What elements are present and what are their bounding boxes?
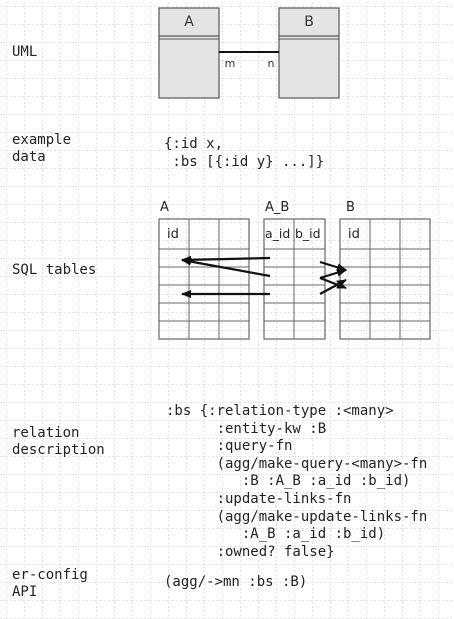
er-config-api-code: (agg/->mn :bs :B)	[164, 574, 308, 590]
uml-multiplicity-m: m	[225, 57, 236, 70]
arrows-to-table-b	[319, 260, 347, 295]
label-sql-tables: SQL tables	[12, 262, 97, 278]
table-a-col-id: id	[167, 227, 179, 242]
uml-class-b: B	[278, 7, 340, 99]
table-b: B id	[339, 200, 431, 340]
example-data-code: {:id x, :bs [{:id y} ...]}	[164, 136, 325, 170]
table-a-b: A_B a_id b_id	[263, 200, 326, 340]
table-a: A id	[158, 200, 250, 340]
uml-class-b-name: B	[304, 14, 314, 30]
label-uml: UML	[12, 44, 38, 60]
table-b-title: B	[346, 200, 355, 215]
label-er-config-api: er-config API	[12, 567, 88, 600]
label-relation-description: relation description	[12, 425, 105, 458]
relation-description-code: :bs {:relation-type :<many> :entity-kw :…	[166, 403, 428, 560]
table-ab-col-b-id: b_id	[295, 226, 321, 241]
table-b-col-id: id	[348, 227, 360, 242]
uml-multiplicity-n: n	[268, 57, 275, 70]
table-ab-title: A_B	[265, 200, 289, 215]
table-ab-col-a-id: a_id	[265, 226, 290, 241]
table-a-title: A	[160, 200, 169, 215]
uml-class-a-name: A	[184, 14, 194, 30]
arrows-to-table-a	[181, 255, 271, 298]
label-example-data: example data	[12, 132, 72, 165]
